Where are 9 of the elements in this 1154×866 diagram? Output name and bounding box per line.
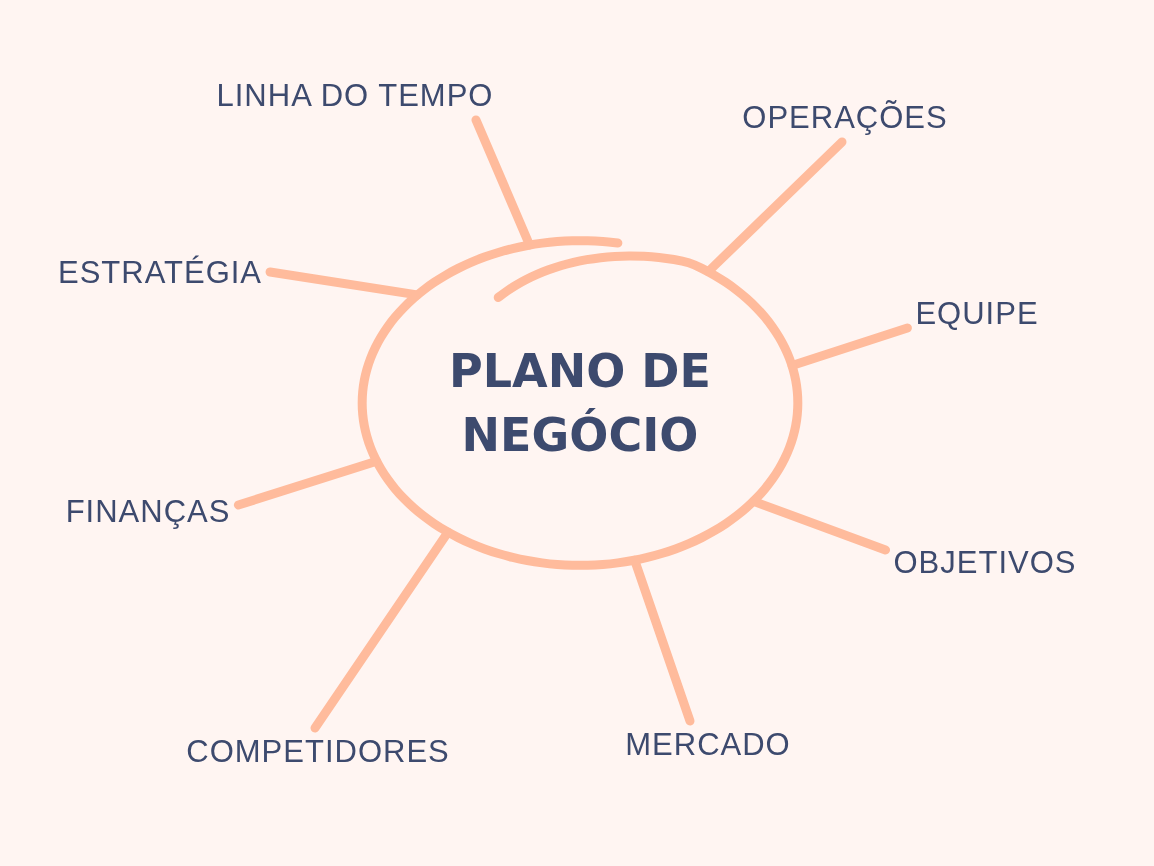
branch-label: EQUIPE bbox=[914, 295, 1040, 333]
branch-label: OPERAÇÕES bbox=[741, 99, 949, 137]
branch-label: LINHA DO TEMPO bbox=[215, 77, 495, 115]
branch-label: OBJETIVOS bbox=[892, 544, 1078, 582]
branch-label: ESTRATÉGIA bbox=[56, 254, 264, 292]
branch-label: FINANÇAS bbox=[64, 493, 232, 531]
central-topic: PLANO DE NEGÓCIO bbox=[448, 342, 712, 463]
branch-label: COMPETIDORES bbox=[185, 733, 451, 771]
branch-label: MERCADO bbox=[624, 726, 792, 764]
